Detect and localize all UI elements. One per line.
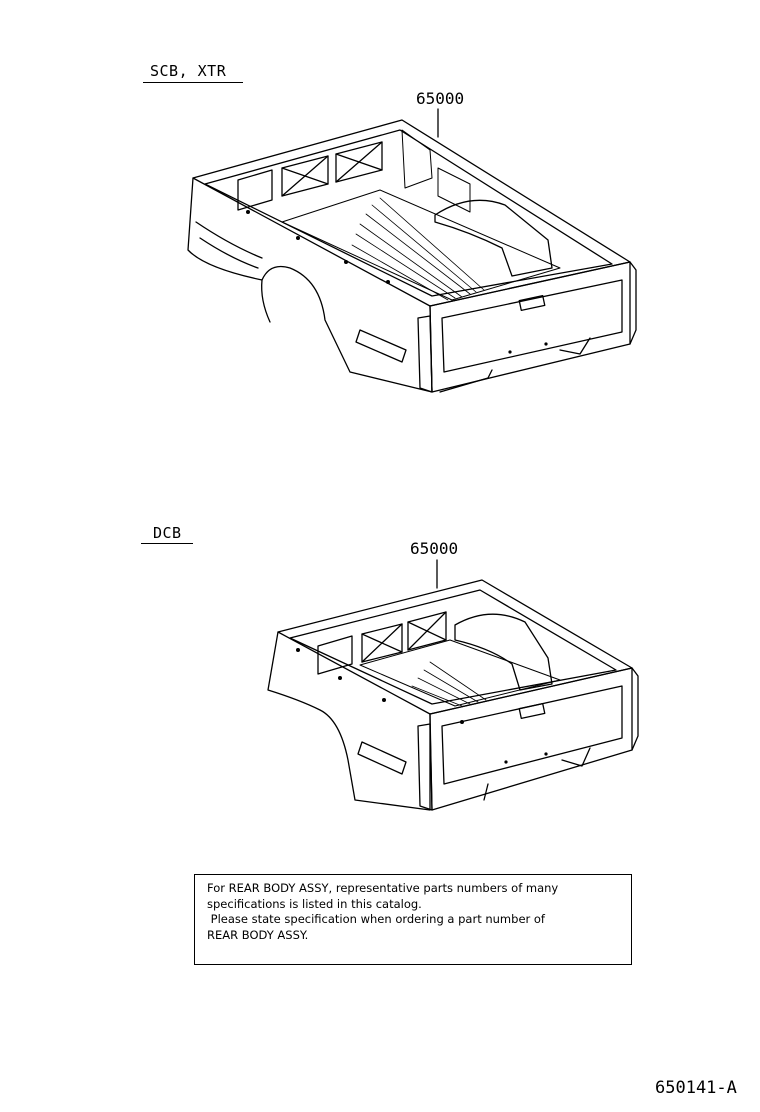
- specification-note-box: For REAR BODY ASSY, representative parts…: [194, 874, 632, 965]
- part-number-callout: 65000: [410, 539, 459, 558]
- truck-bed-illustration-scb: [187, 108, 637, 393]
- note-line: Please state specification when ordering…: [207, 912, 545, 926]
- part-number-callout: 65000: [416, 89, 465, 108]
- variant-label-scb-xtr: SCB, XTR: [150, 62, 227, 80]
- variant-label-underline: [143, 82, 243, 83]
- variant-label-underline: [141, 543, 193, 544]
- figure-number: 650141-A: [655, 1078, 737, 1098]
- note-line: REAR BODY ASSY.: [207, 927, 309, 942]
- variant-label-dcb: DCB: [153, 524, 182, 542]
- note-line: For REAR BODY ASSY, representative parts…: [207, 881, 559, 895]
- truck-bed-illustration-dcb: [267, 559, 639, 811]
- note-line: specifications is listed in this catalog…: [207, 896, 422, 911]
